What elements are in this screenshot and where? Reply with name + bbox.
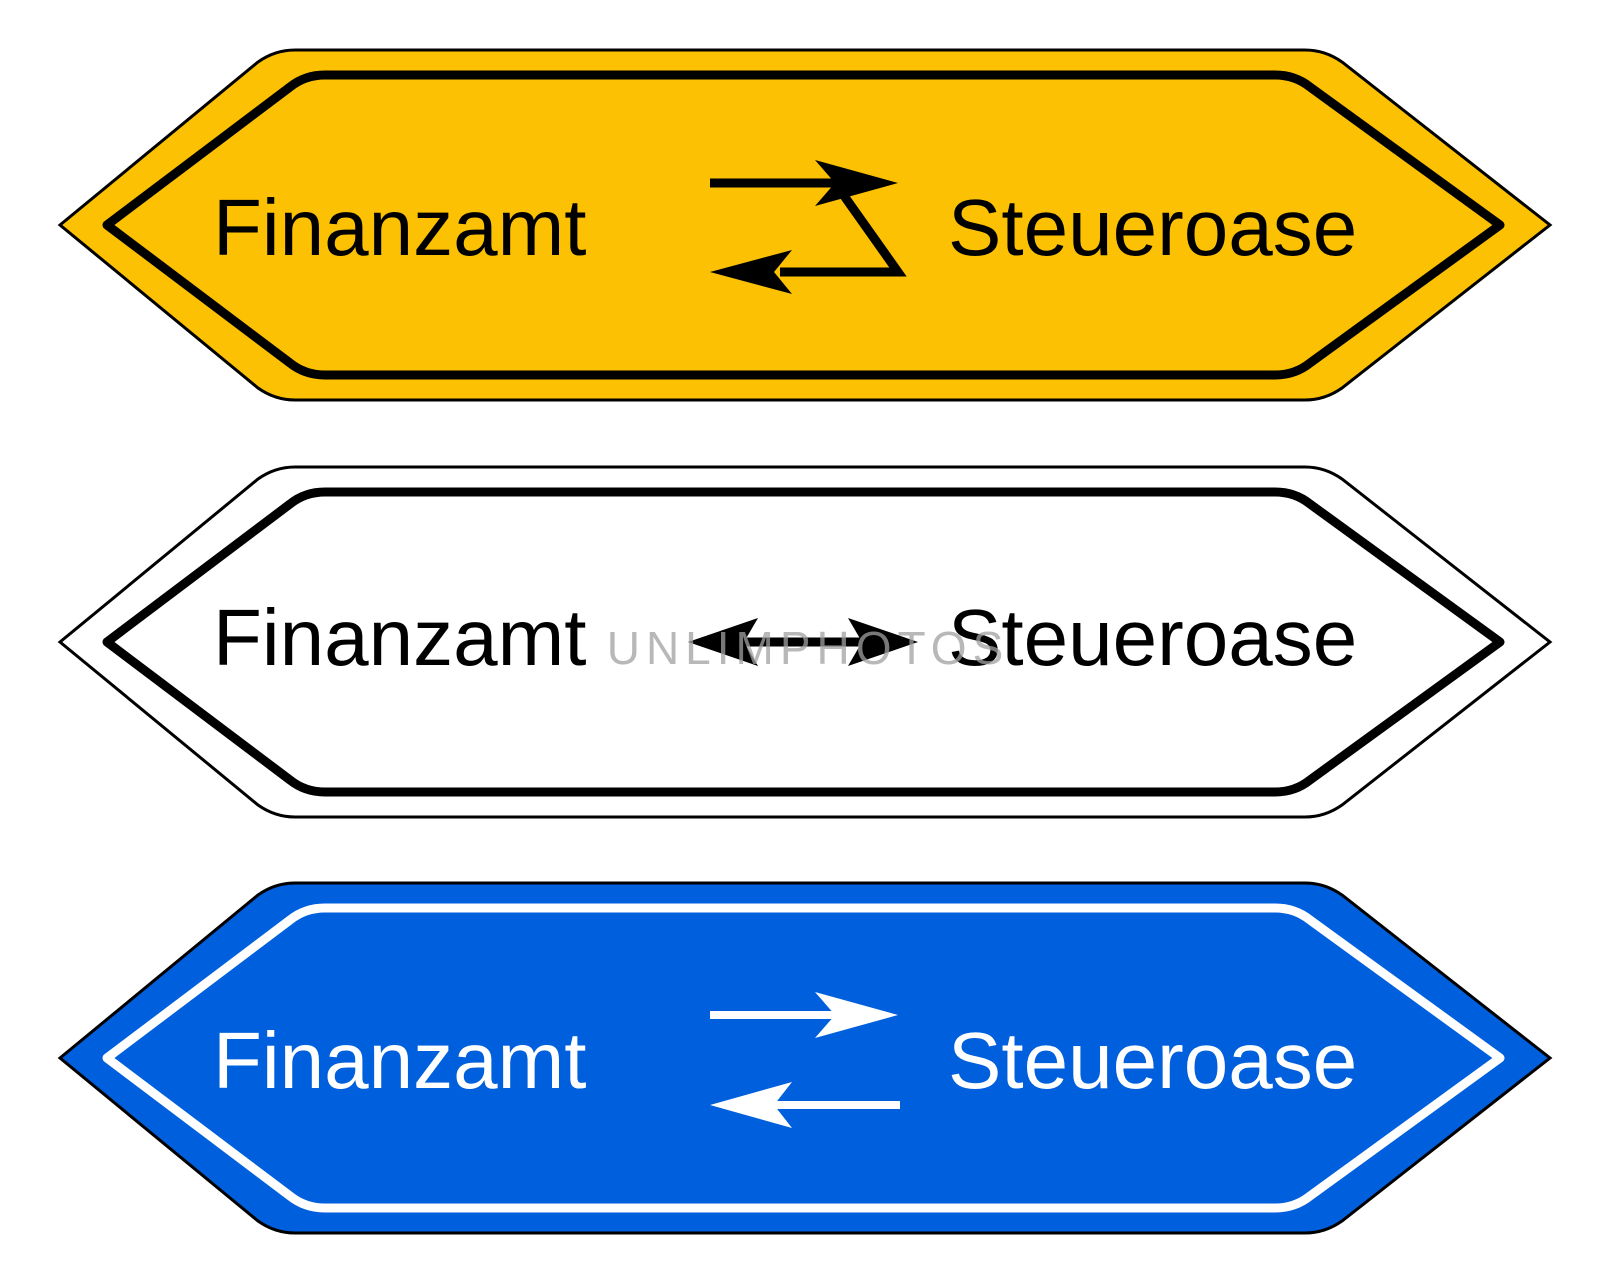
sign-yellow-outer-shape: [57, 48, 1553, 402]
sign-white-inner-border: [102, 487, 1505, 797]
sign-white: Finanzamt Steueroase: [57, 465, 1553, 819]
double-headed-arrow-icon: [688, 618, 918, 666]
watermark-text: UNLIMPHOTOS: [607, 622, 1010, 674]
sign-yellow-left-label: Finanzamt: [213, 183, 586, 272]
exchange-arrows-icon: [710, 992, 900, 1128]
sign-blue-right-label: Steueroase: [948, 1016, 1357, 1105]
sign-blue-left-label: Finanzamt: [213, 1016, 586, 1105]
zigzag-arrows-icon: [710, 160, 907, 294]
sign-blue: Finanzamt Steueroase: [57, 881, 1553, 1235]
sign-yellow-right-label: Steueroase: [948, 183, 1357, 272]
sign-yellow: Finanzamt Steueroase: [57, 48, 1553, 402]
sign-white-right-label: Steueroase: [948, 593, 1357, 682]
sign-blue-outer-shape: [57, 881, 1553, 1235]
sign-yellow-inner-border: [102, 70, 1505, 380]
sign-white-left-label: Finanzamt: [213, 593, 586, 682]
sign-blue-inner-border: [102, 903, 1505, 1213]
